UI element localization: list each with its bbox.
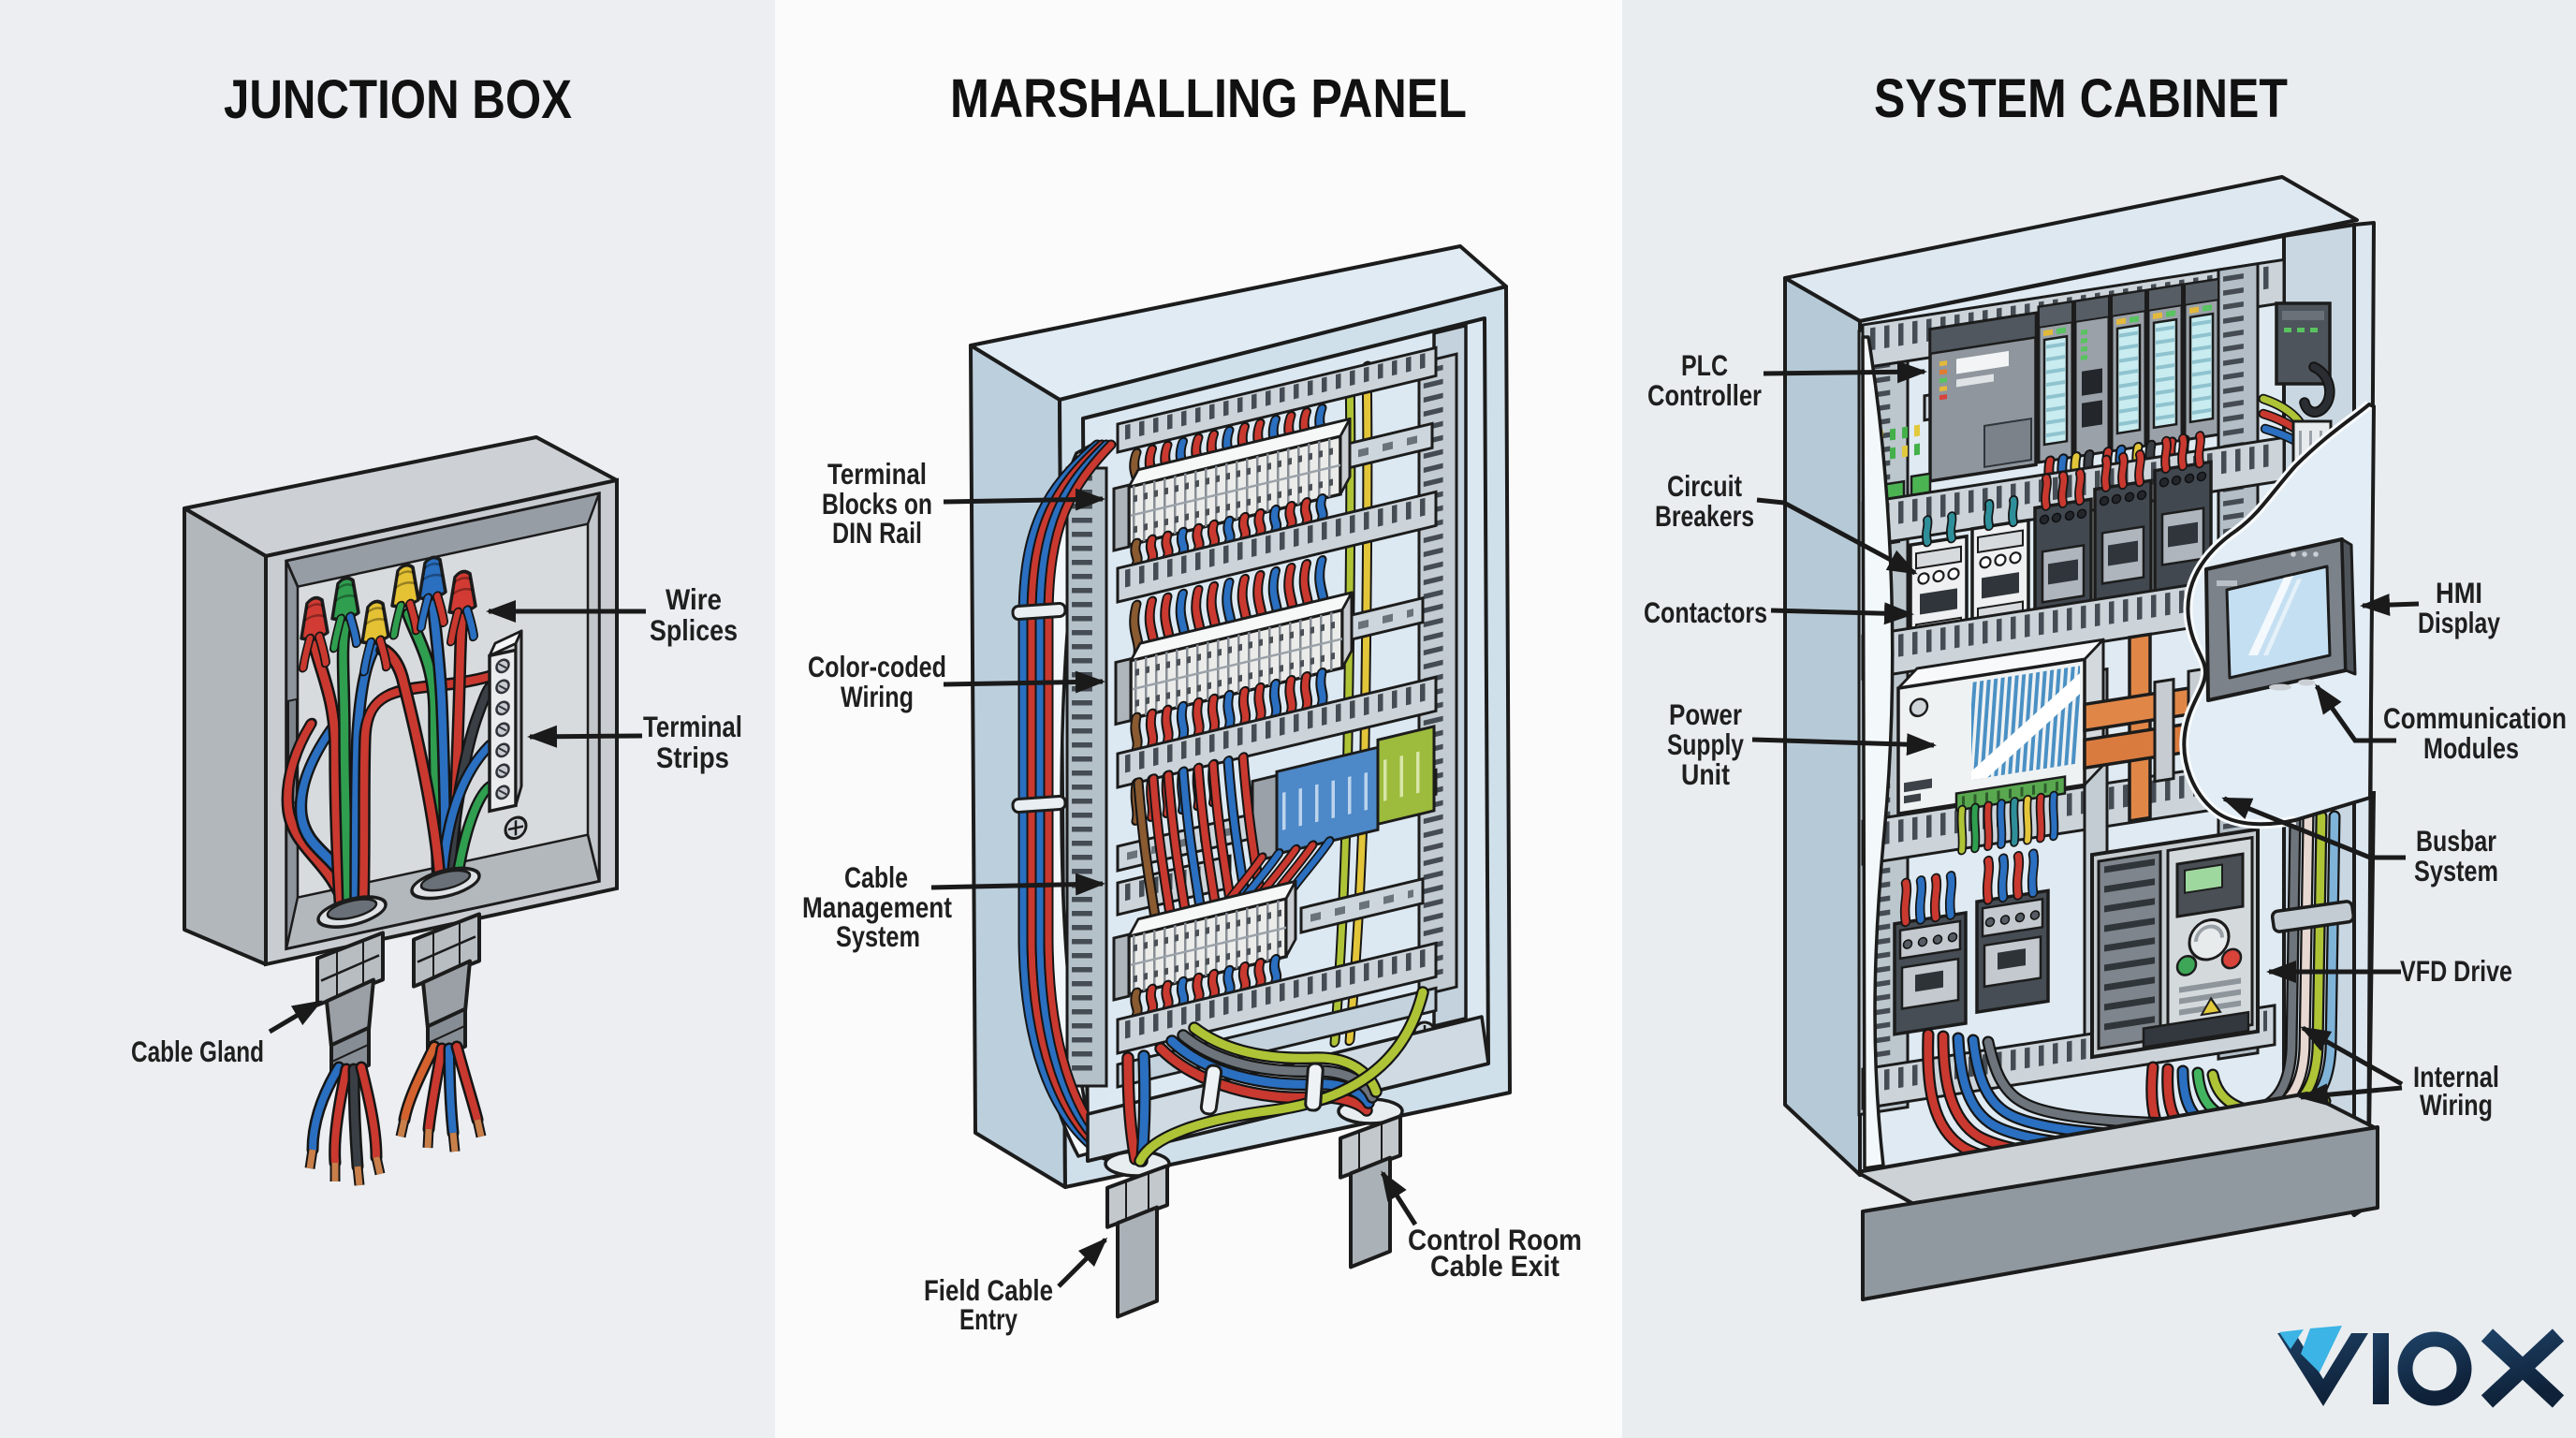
svg-text:Entry: Entry xyxy=(959,1302,1017,1336)
svg-text:Busbar: Busbar xyxy=(2416,824,2496,858)
svg-text:Wiring: Wiring xyxy=(2420,1088,2493,1122)
svg-text:Contactors: Contactors xyxy=(1644,595,1767,629)
svg-text:MARSHALLING PANEL: MARSHALLING PANEL xyxy=(950,68,1467,129)
svg-text:Wiring: Wiring xyxy=(841,680,914,713)
svg-text:Communication: Communication xyxy=(2383,701,2567,735)
svg-text:Wire: Wire xyxy=(666,582,722,616)
svg-text:Cable Gland: Cable Gland xyxy=(131,1034,264,1068)
svg-text:Controller: Controller xyxy=(1647,378,1762,412)
svg-text:Cable Exit: Cable Exit xyxy=(1430,1249,1559,1283)
svg-text:Display: Display xyxy=(2418,606,2500,639)
svg-text:PLC: PLC xyxy=(1681,348,1728,382)
svg-text:Modules: Modules xyxy=(2423,731,2519,765)
svg-text:Strips: Strips xyxy=(656,741,729,774)
svg-text:System: System xyxy=(836,919,920,953)
svg-text:HMI: HMI xyxy=(2436,576,2482,609)
svg-text:Breakers: Breakers xyxy=(1655,499,1754,533)
svg-text:Supply: Supply xyxy=(1667,727,1744,761)
svg-text:Circuit: Circuit xyxy=(1667,469,1742,503)
svg-text:Control Room: Control Room xyxy=(1408,1223,1582,1256)
svg-text:Blocks on: Blocks on xyxy=(822,487,932,521)
svg-text:Splices: Splices xyxy=(650,613,738,647)
svg-text:Internal: Internal xyxy=(2413,1060,2499,1093)
svg-text:Field Cable: Field Cable xyxy=(924,1273,1053,1307)
svg-text:Management: Management xyxy=(802,890,952,924)
svg-text:Terminal: Terminal xyxy=(827,457,927,491)
svg-text:VFD Drive: VFD Drive xyxy=(2400,954,2512,988)
svg-text:SYSTEM CABINET: SYSTEM CABINET xyxy=(1874,68,2288,129)
svg-text:System: System xyxy=(2414,854,2498,888)
svg-text:Terminal: Terminal xyxy=(643,710,742,743)
svg-text:Unit: Unit xyxy=(1681,757,1730,791)
svg-text:Color-coded: Color-coded xyxy=(808,650,946,683)
svg-text:DIN Rail: DIN Rail xyxy=(832,516,922,550)
svg-text:Cable: Cable xyxy=(844,860,908,894)
svg-text:JUNCTION BOX: JUNCTION BOX xyxy=(224,69,572,130)
svg-text:Power: Power xyxy=(1669,697,1742,731)
